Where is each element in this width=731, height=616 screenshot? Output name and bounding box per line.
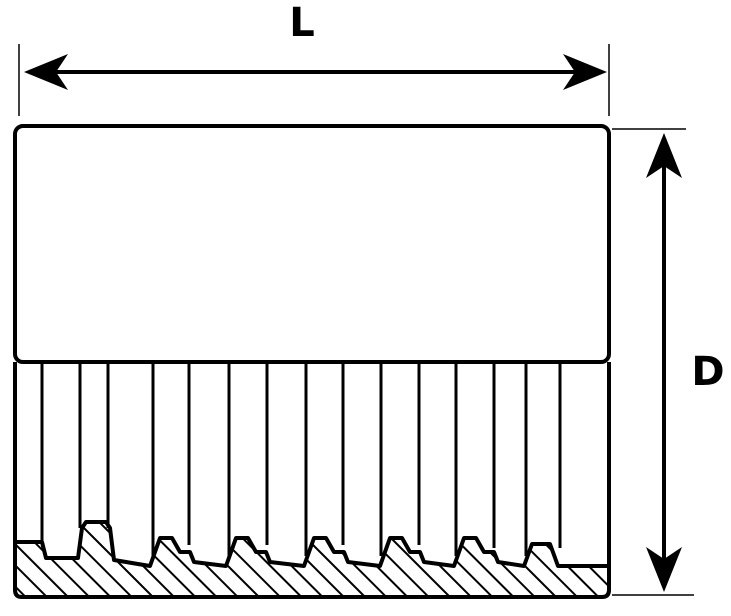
diameter-arrowhead-top — [646, 133, 682, 178]
length-dimension: L — [18, 0, 610, 116]
ferrule-cross-section — [13, 520, 611, 599]
ferrule-body — [13, 124, 611, 599]
ferrule-upper-section — [13, 124, 611, 364]
diameter-label: D — [691, 349, 724, 395]
diameter-arrowhead-bottom — [646, 547, 682, 592]
length-label: L — [289, 0, 315, 46]
diameter-dimension: D — [612, 128, 725, 596]
length-arrowhead-left — [24, 54, 68, 90]
ferrule-serrations — [40, 362, 562, 556]
length-arrowhead-right — [563, 54, 607, 90]
